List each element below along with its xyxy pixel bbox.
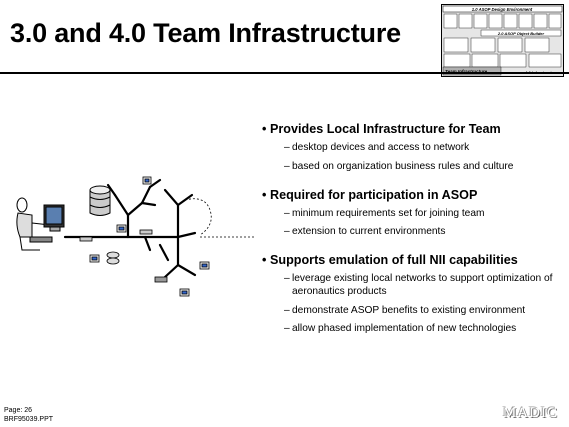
bullet-main: •Provides Local Infrastructure for Team bbox=[262, 122, 501, 136]
bullet-sub-text: demonstrate ASOP benefits to existing en… bbox=[292, 304, 526, 316]
bullet-sub-text: extension to current environments bbox=[292, 226, 446, 238]
bullet-sub: –minimum requirements set for joining te… bbox=[284, 207, 485, 219]
bullet-main-text: Required for participation in ASOP bbox=[270, 187, 478, 202]
bullet-sub-text: desktop devices and access to network bbox=[292, 142, 470, 153]
bullet-main: •Supports emulation of full NII capabili… bbox=[262, 253, 518, 267]
computer-icon bbox=[79, 176, 210, 297]
bullet-group-1: •Provides Local Infrastructure for Team … bbox=[262, 122, 562, 174]
thumb-label-team: Team Infrastructure bbox=[445, 69, 488, 74]
bullet-main-text: Supports emulation of full NII capabilit… bbox=[270, 253, 518, 267]
network-illustration bbox=[16, 176, 255, 297]
bullet-group-2: •Required for participation in ASOP –min… bbox=[262, 188, 562, 240]
madic-logo: MADIC bbox=[503, 405, 559, 421]
bullet-sub-text: leverage existing local networks to supp… bbox=[292, 273, 553, 297]
bullet-main: •Required for participation in ASOP bbox=[262, 187, 478, 202]
bullet-sub: –desktop devices and access to network bbox=[284, 142, 470, 153]
bullet-sub-text: allow phased implementation of new techn… bbox=[292, 323, 517, 335]
bullet-sub: –demonstrate ASOP benefits to existing e… bbox=[284, 304, 526, 316]
bullet-main-text: Provides Local Infrastructure for Team bbox=[270, 122, 501, 136]
title-rule bbox=[0, 72, 569, 74]
bullet-sub: –based on organization business rules an… bbox=[284, 160, 514, 172]
bullet-sub: –extension to current environments bbox=[284, 226, 446, 238]
thumb-label-mid: 2.0 ASOP Object Builder bbox=[497, 31, 545, 36]
bullet-sub-text: minimum requirements set for joining tea… bbox=[292, 207, 485, 219]
file-name: BRF95039.PPT bbox=[4, 416, 54, 423]
bullet-sub: –leverage existing local networks to sup… bbox=[284, 273, 553, 297]
person-icon bbox=[16, 197, 65, 251]
bullet-group-3: •Supports emulation of full NII capabili… bbox=[262, 253, 562, 336]
bullet-list: •Provides Local Infrastructure for Team … bbox=[262, 122, 562, 342]
architecture-thumbnail: 1.0 ASOP Design Environment 2.0 ASOP Obj… bbox=[441, 4, 564, 77]
slide-title: 3.0 and 4.0 Team Infrastructure bbox=[10, 18, 401, 48]
bullet-sub-text: based on organization business rules and… bbox=[292, 160, 514, 172]
slide-footer: Page: 26 BRF95039.PPT bbox=[4, 406, 53, 424]
page-number: Page: 26 bbox=[4, 407, 33, 414]
bullet-sub: –allow phased implementation of new tech… bbox=[284, 323, 517, 335]
thumb-label-top: 1.0 ASOP Design Environment bbox=[472, 7, 533, 12]
server-icon bbox=[89, 185, 111, 216]
